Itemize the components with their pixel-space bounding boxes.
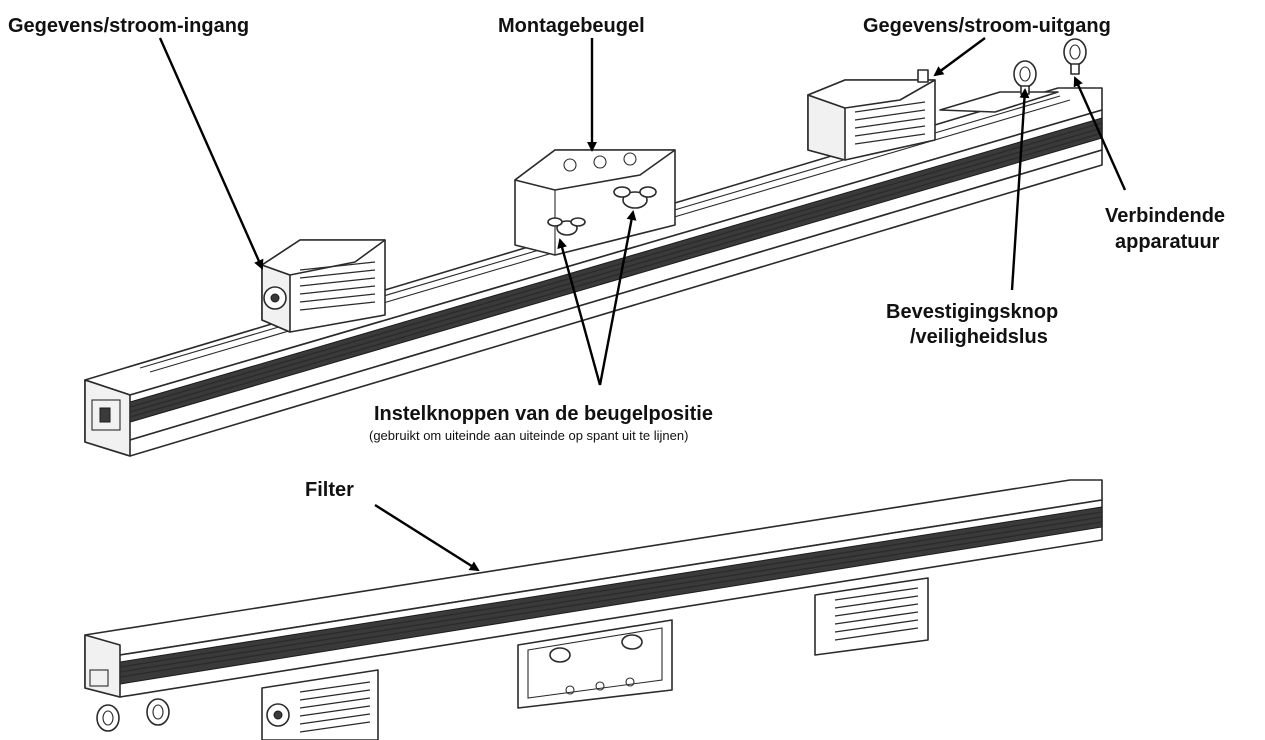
label-knobs-title: Instelknoppen van de beugelpositie — [374, 403, 713, 425]
eye-bolt-2 — [1063, 38, 1087, 75]
arrow-filter — [374, 503, 480, 572]
arrow-linking — [1073, 76, 1127, 191]
label-hang-1: Bevestigingsknop — [886, 301, 1058, 323]
label-knobs-note: (gebruikt om uiteinde aan uiteinde op sp… — [369, 428, 688, 443]
bottom-data-in-box — [261, 669, 379, 740]
label-data-out: Gegevens/stroom-uitgang — [863, 15, 1111, 37]
arrow-data-out — [933, 37, 986, 77]
data-in-box — [261, 239, 386, 333]
arrow-hang — [1010, 88, 1030, 291]
top-lens-line — [119, 127, 1103, 416]
top-end-socket — [99, 407, 111, 423]
bottom-bar-end-cap — [84, 634, 121, 698]
label-filter: Filter — [305, 479, 354, 501]
data-out-grill — [854, 101, 926, 145]
wing-knob-right — [613, 186, 657, 209]
eye-bolt-1 — [1013, 60, 1037, 95]
bottom-fixture — [84, 479, 1103, 740]
mounting-bracket — [514, 149, 676, 256]
label-linking-1: Verbindende — [1105, 205, 1225, 227]
top-fixture — [84, 38, 1103, 457]
bottom-bar-top-face — [84, 479, 1103, 656]
arrow-data-in — [158, 37, 264, 270]
label-hang-2: /veiligheidslus — [910, 326, 1048, 348]
data-out-connector — [917, 69, 929, 83]
label-linking-2: apparatuur — [1115, 231, 1220, 253]
wing-knob-left — [547, 217, 586, 236]
label-mount-bracket: Montagebeugel — [498, 15, 645, 37]
label-data-in: Gegevens/stroom-ingang — [8, 15, 249, 37]
bottom-eye-bolt-1 — [96, 704, 120, 732]
top-lens-line — [119, 122, 1103, 411]
arrow-knob-left — [557, 238, 602, 386]
data-out-box — [807, 69, 936, 161]
top-lens-line — [119, 132, 1103, 421]
callout-arrows — [158, 37, 1127, 572]
data-in-grill — [299, 261, 376, 311]
arrow-knob-right — [598, 210, 637, 386]
bottom-eye-bolt-2 — [146, 698, 170, 726]
top-end-connector — [91, 399, 121, 431]
bottom-data-out-box — [814, 577, 929, 656]
bottom-end-connector — [89, 669, 109, 687]
bottom-mounting-bracket — [517, 619, 673, 709]
labels: Gegevens/stroom-ingang Montagebeugel Geg… — [8, 15, 1225, 501]
